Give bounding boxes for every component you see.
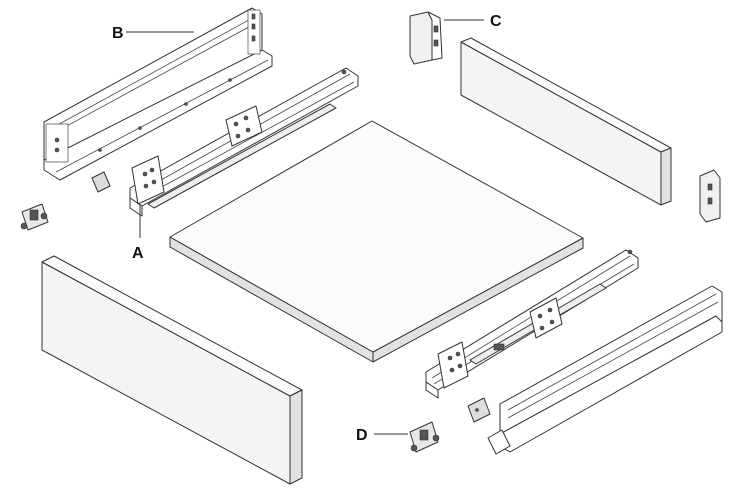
runner-left bbox=[129, 67, 359, 217]
small-clip-right bbox=[467, 397, 491, 423]
label-c: C bbox=[490, 13, 502, 30]
front-bracket-c bbox=[409, 11, 443, 65]
runner-right bbox=[425, 249, 639, 399]
label-b: B bbox=[112, 25, 124, 42]
label-d: D bbox=[356, 427, 368, 444]
label-a: A bbox=[132, 245, 144, 262]
front-bracket-right bbox=[699, 169, 721, 223]
drawer-bottom-panel bbox=[169, 120, 584, 363]
front-panel bbox=[41, 255, 303, 485]
back-panel bbox=[460, 37, 672, 206]
locking-device-d bbox=[409, 421, 440, 453]
locking-device-left bbox=[20, 203, 49, 231]
drawer-side-left bbox=[43, 7, 273, 181]
drawer-side-right bbox=[487, 285, 723, 455]
small-clip-left bbox=[91, 171, 111, 193]
